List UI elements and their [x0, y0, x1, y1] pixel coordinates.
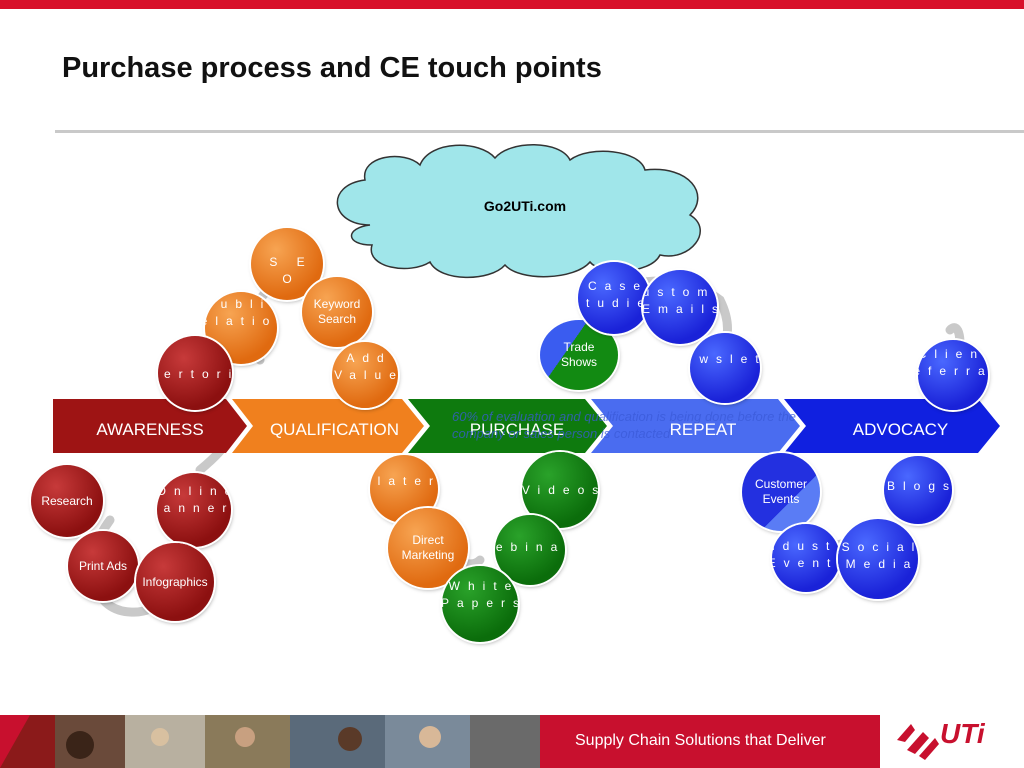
- touchpoint-industry-events: Industry Events: [772, 524, 840, 592]
- touchpoint-direct-marketing: Direct Marketing: [388, 508, 468, 588]
- page-title: Purchase process and CE touch points: [62, 52, 602, 84]
- touchpoint-research: Research: [31, 465, 103, 537]
- touchpoint-infographics: Infographics: [136, 543, 214, 621]
- touchpoint-keyword-search: Keyword Search: [302, 277, 372, 347]
- touchpoint-customer-emails: Customer Emails: [643, 270, 717, 344]
- stage-purchase: PURCHASE: [469, 420, 565, 439]
- touchpoint-white-papers: White Papers: [442, 566, 518, 642]
- uti-logo-icon: [897, 724, 939, 760]
- footer-tagline: Supply Chain Solutions that Deliver: [575, 732, 826, 749]
- evaluation-note: 60% of evaluation and qualification is b…: [452, 409, 797, 441]
- touchpoint-case-studies: Case Studies: [578, 262, 650, 334]
- uti-logo-text: UTi: [940, 718, 985, 749]
- touchpoint-print-ads: Print Ads: [68, 531, 138, 601]
- cloud-label: Go2UTi.com: [483, 198, 567, 214]
- touchpoint-social-media: Social Media: [838, 519, 918, 599]
- stage-qualification: QUALIFICATION: [269, 420, 400, 439]
- stage-awareness: AWARENESS: [96, 420, 204, 439]
- stage-repeat: REPEAT: [669, 420, 737, 439]
- touchpoint-client-referrals: Client Referrals: [918, 340, 988, 410]
- touchpoint-advertorials: Advertorials: [158, 336, 232, 410]
- title-divider: [55, 130, 1024, 133]
- touchpoint-online-banners: Online Banners: [157, 473, 231, 547]
- touchpoint-add-value: Add Value: [332, 342, 398, 408]
- touchpoint-customer-events: Customer Events: [742, 453, 820, 531]
- touchpoint-trade-shows: Trade Shows: [540, 320, 618, 390]
- touchpoint-public-relations: Public Relations: [205, 292, 277, 364]
- touchpoint-seo: S E O: [251, 228, 323, 300]
- touchpoint-blogs: Blogs: [884, 456, 952, 524]
- footer-red-panel: [540, 715, 880, 768]
- touchpoint-enewsletter: eNewsletter: [690, 333, 760, 403]
- stage-advocacy: ADVOCACY: [852, 420, 949, 439]
- touchpoint-webinars: Webinars: [495, 515, 565, 585]
- top-accent-bar: [0, 0, 1024, 9]
